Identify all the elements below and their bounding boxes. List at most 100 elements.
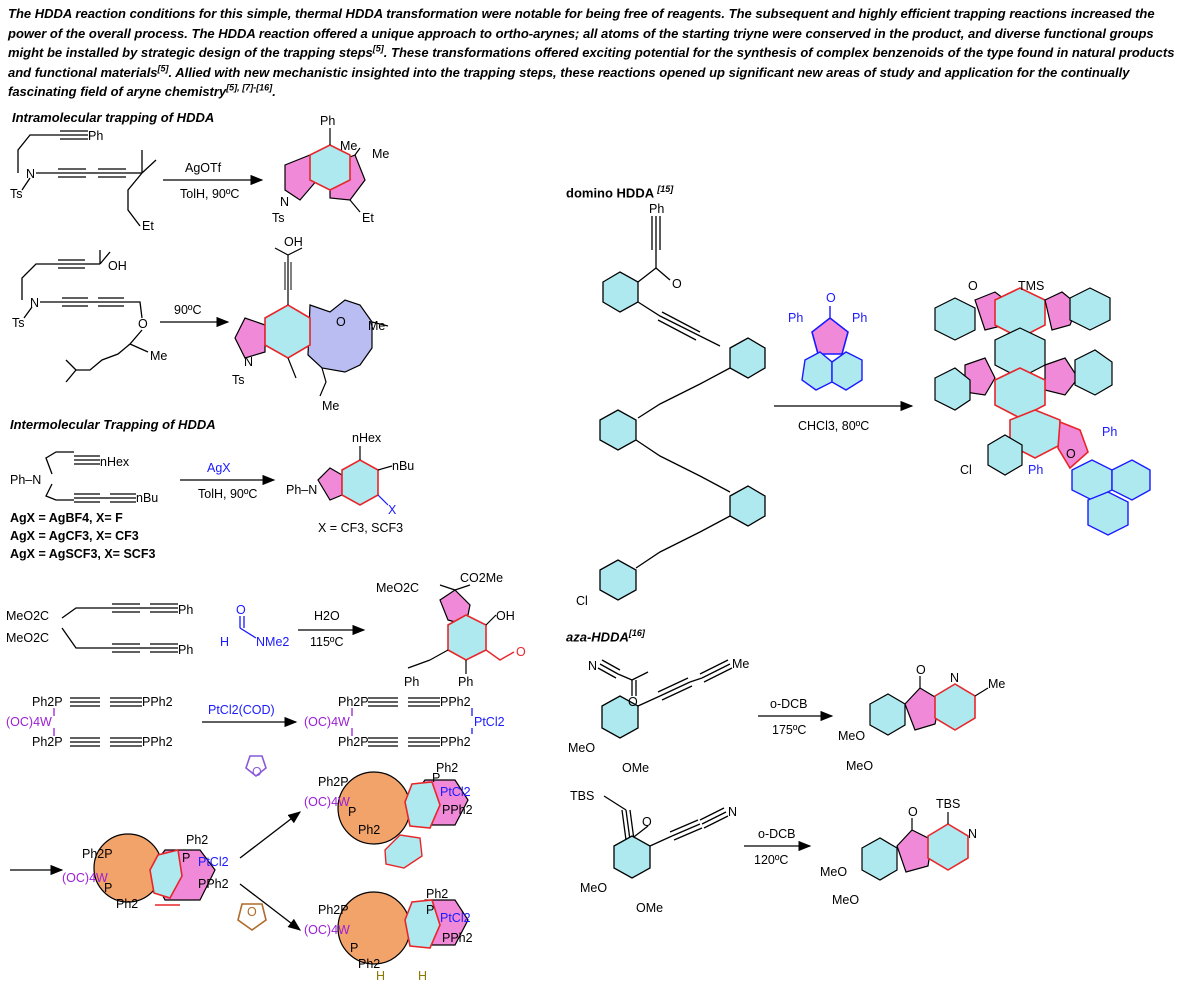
label-p-4: P bbox=[432, 771, 440, 785]
label-tbs-aza-p2: TBS bbox=[936, 797, 960, 811]
label-meo-aza2: MeO bbox=[580, 881, 607, 895]
label-bu-1: nBu bbox=[136, 491, 158, 505]
label-hex-2: nHex bbox=[352, 431, 382, 445]
label-ome-aza2: OMe bbox=[636, 901, 663, 915]
label-ph2p-3: Ph2P bbox=[338, 695, 369, 709]
label-meo-aza-p2a: MeO bbox=[820, 865, 847, 879]
label-p-1: P bbox=[104, 881, 112, 895]
label-ph2p-6: Ph2P bbox=[318, 775, 349, 789]
label-ph2p-4: Ph2P bbox=[338, 735, 369, 749]
domino-product bbox=[934, 287, 1151, 536]
condition-aza1-bottom: 175ºC bbox=[772, 723, 806, 737]
label-me-4: Me bbox=[368, 319, 385, 333]
dmf-structure bbox=[239, 616, 257, 639]
label-ph2-1: Ph2 bbox=[116, 897, 138, 911]
label-ph-6: Ph bbox=[404, 675, 419, 689]
furan-icon: O bbox=[245, 755, 267, 779]
label-ph2p-7: Ph2P bbox=[318, 903, 349, 917]
label-ptcl2-3: PtCl2 bbox=[440, 785, 471, 799]
condition-r3-top: AgX bbox=[207, 461, 231, 475]
condition-r4-bottom: 115ºC bbox=[310, 635, 344, 649]
label-o-furan: O bbox=[252, 765, 262, 779]
label-ptcl2-1: PtCl2 bbox=[474, 715, 505, 729]
label-ph2-6: Ph2 bbox=[426, 887, 448, 901]
label-meo-aza-p1a: MeO bbox=[838, 729, 865, 743]
label-n-2: N bbox=[280, 195, 289, 209]
label-pph2-3: PPh2 bbox=[440, 695, 471, 709]
label-o-aza2: O bbox=[642, 815, 652, 829]
condition-aza2-top: o-DCB bbox=[758, 827, 796, 841]
label-o-dmf: O bbox=[236, 603, 246, 617]
label-n-1: N bbox=[26, 167, 35, 181]
condition-aza2-bottom: 120ºC bbox=[754, 853, 788, 867]
label-me-aza-p1: Me bbox=[988, 677, 1005, 691]
condition-r1-top: AgOTf bbox=[185, 161, 222, 175]
label-me-5: Me bbox=[322, 399, 339, 413]
reaction-arrow-7 bbox=[239, 811, 302, 859]
reaction-5-reactant bbox=[53, 697, 142, 747]
label-h-1: H bbox=[376, 969, 385, 983]
label-bu-2: nBu bbox=[392, 459, 414, 473]
label-ts-1: Ts bbox=[10, 187, 23, 201]
reaction-2-reactant bbox=[21, 250, 149, 383]
label-n-4: N bbox=[244, 355, 253, 369]
label-ph-1: Ph bbox=[88, 129, 103, 143]
label-ph-tetra-2: Ph bbox=[852, 311, 867, 325]
label-pph2-2: PPh2 bbox=[142, 735, 173, 749]
label-tbs-aza2: TBS bbox=[570, 789, 594, 803]
label-o-2: O bbox=[336, 315, 346, 329]
label-oh-2: OH bbox=[284, 235, 303, 249]
label-x-1: X bbox=[388, 503, 397, 517]
label-pph2-5: PPh2 bbox=[198, 877, 229, 891]
aza-product-1 bbox=[869, 676, 989, 736]
label-me-2: Me bbox=[372, 147, 389, 161]
label-ph-7: Ph bbox=[458, 675, 473, 689]
label-n-aza-p2: N bbox=[968, 827, 977, 841]
aryne-intermediate bbox=[93, 833, 216, 906]
agx-note-2: AgX = AgCF3, X= CF3 bbox=[10, 529, 139, 543]
label-meo2c-1: MeO2C bbox=[6, 609, 49, 623]
label-n-aza-p1: N bbox=[950, 671, 959, 685]
thf-icon: O bbox=[237, 903, 267, 931]
label-cl-prod: Cl bbox=[960, 463, 972, 477]
label-o-aza1: O bbox=[628, 695, 638, 709]
label-me-1: Me bbox=[340, 139, 357, 153]
label-n-3: N bbox=[30, 296, 39, 310]
label-o-aza-p2: O bbox=[908, 805, 918, 819]
label-p-6: P bbox=[426, 903, 434, 917]
condition-domino-bottom: CHCl3, 80ºC bbox=[798, 419, 869, 433]
agx-note-1: AgX = AgBF4, X= F bbox=[10, 511, 123, 525]
label-meo2c-3: MeO2C bbox=[376, 581, 419, 595]
label-ph2p-1: Ph2P bbox=[32, 695, 63, 709]
label-o-prod: O bbox=[968, 279, 978, 293]
reaction-1-product bbox=[284, 128, 366, 213]
label-ph-prod-2: Ph bbox=[1028, 463, 1043, 477]
label-w-2: (OC)4W bbox=[304, 715, 350, 729]
label-ph2-3: Ph2 bbox=[358, 823, 380, 837]
label-ph-prod-1: Ph bbox=[1102, 425, 1117, 439]
label-ts-3: Ts bbox=[12, 316, 25, 330]
label-p-2: P bbox=[182, 851, 190, 865]
label-pph2-1: PPh2 bbox=[142, 695, 173, 709]
condition-r1-bottom: TolH, 90ºC bbox=[180, 187, 239, 201]
label-phn-2: Ph–N bbox=[286, 483, 317, 497]
condition-aza1-top: o-DCB bbox=[770, 697, 808, 711]
label-o-prod-2: O bbox=[1066, 447, 1076, 461]
label-p-5: P bbox=[350, 941, 358, 955]
label-ts-4: Ts bbox=[232, 373, 245, 387]
label-tms: TMS bbox=[1018, 279, 1044, 293]
label-ts-2: Ts bbox=[272, 211, 285, 225]
label-product-x: X = CF3, SCF3 bbox=[318, 521, 403, 535]
label-ph-tetra-1: Ph bbox=[788, 311, 803, 325]
label-oh-3: OH bbox=[496, 609, 515, 623]
section-title-domino: domino HDDA [15] bbox=[566, 184, 674, 201]
reaction-1-reactant bbox=[17, 130, 157, 227]
label-o-thf: O bbox=[247, 905, 257, 919]
label-n-aza2: N bbox=[728, 805, 737, 819]
label-o-d1: O bbox=[672, 277, 682, 291]
label-h-dmf: H bbox=[220, 635, 229, 649]
label-meo-aza-p2b: MeO bbox=[832, 893, 859, 907]
condition-r3-bottom: TolH, 90ºC bbox=[198, 487, 257, 501]
reaction-2-product bbox=[234, 247, 389, 397]
label-ph2-4: Ph2 bbox=[436, 761, 458, 775]
